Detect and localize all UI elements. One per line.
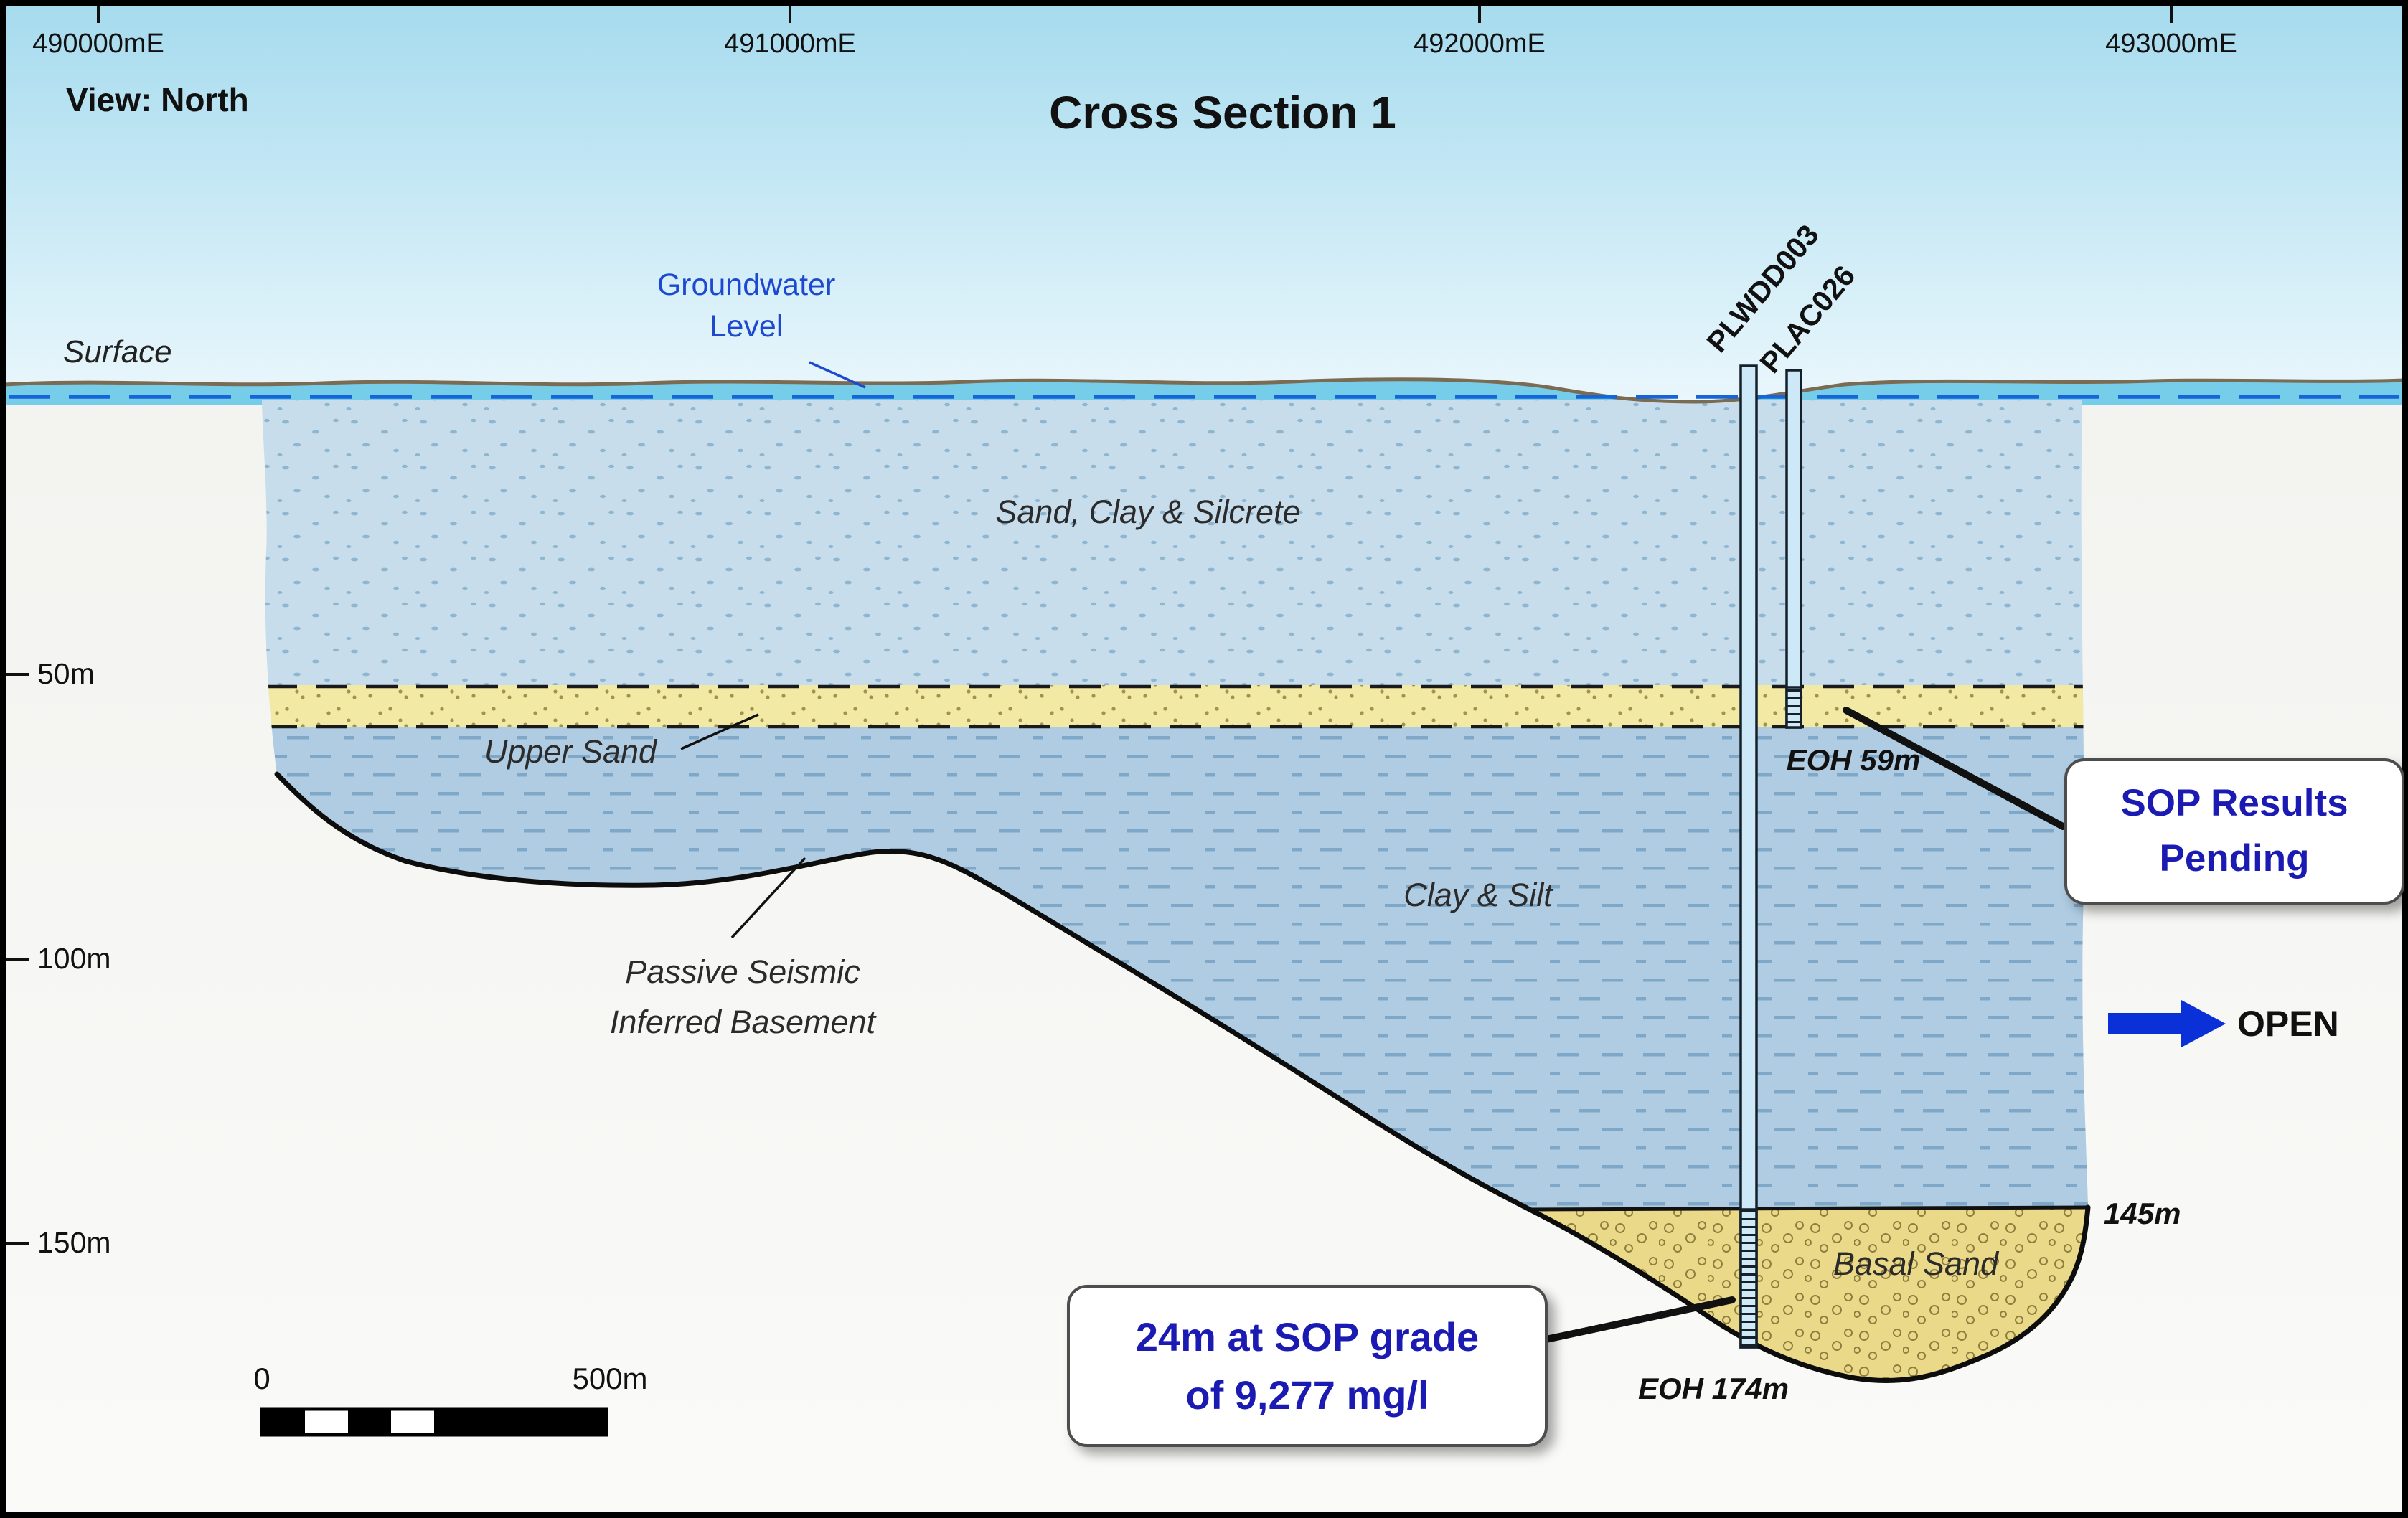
layer-upper-sand bbox=[262, 685, 2088, 727]
easting-label-490000: 490000mE bbox=[32, 29, 164, 59]
drillhole-plac026 bbox=[1785, 369, 1802, 729]
label-clay-silt: Clay & Silt bbox=[1403, 877, 1553, 913]
basement-label: Passive Seismic Inferred Basement bbox=[567, 947, 918, 1047]
basement-curve bbox=[274, 771, 2091, 1384]
depth-label-100m: 100m bbox=[37, 942, 111, 975]
surface-line bbox=[4, 377, 2404, 404]
figure-title: Cross Section 1 bbox=[1049, 87, 1396, 138]
scalebar-max-label: 500m bbox=[572, 1362, 648, 1395]
easting-label-491000: 491000mE bbox=[724, 29, 856, 59]
label-sand-clay-silcrete: Sand, Clay & Silcrete bbox=[995, 494, 1301, 530]
label-upper-sand: Upper Sand bbox=[484, 733, 657, 770]
basement-label-line2: Inferred Basement bbox=[609, 1003, 876, 1040]
label-basal-sand: Basal Sand bbox=[1833, 1245, 1999, 1282]
upper-sand-leader-line bbox=[680, 713, 759, 750]
basement-leader-line bbox=[730, 857, 806, 939]
open-arrow-icon bbox=[2108, 1000, 2226, 1047]
groundwater-label-line2: Level bbox=[709, 309, 784, 344]
open-label: OPEN bbox=[2237, 1004, 2339, 1044]
easting-label-493000: 493000mE bbox=[2105, 29, 2237, 59]
groundwater-leader-line bbox=[809, 361, 866, 389]
sop-results-pending-callout: SOP Results Pending bbox=[2064, 758, 2404, 905]
sop-pending-line2: Pending bbox=[2159, 837, 2310, 880]
scale-bar bbox=[260, 1407, 608, 1437]
sop-grade-line2: of 9,277 mg/l bbox=[1185, 1372, 1429, 1418]
easting-label-492000: 492000mE bbox=[1414, 29, 1546, 59]
sop-grade-callout: 24m at SOP grade of 9,277 mg/l bbox=[1067, 1285, 1548, 1447]
drillhole-plac026-screen-interval bbox=[1785, 686, 1802, 729]
sky bbox=[4, 4, 2404, 402]
drillhole-plwdd003-screen-interval bbox=[1739, 1208, 1758, 1349]
sop-grade-leader-line bbox=[1539, 1296, 1736, 1344]
basement-label-line1: Passive Seismic bbox=[625, 953, 860, 990]
eoh-label-plwdd003: EOH 174m bbox=[1637, 1372, 1789, 1405]
groundwater-label-line1: Groundwater bbox=[657, 268, 836, 302]
surface-label: Surface bbox=[63, 334, 172, 369]
sop-pending-line1: SOP Results bbox=[2120, 782, 2348, 825]
groundwater-level-label: Groundwater Level bbox=[617, 264, 875, 347]
depth-label-50m: 50m bbox=[37, 657, 95, 690]
eoh-label-plac026: EOH 59m bbox=[1786, 743, 1921, 777]
sop-grade-line1: 24m at SOP grade bbox=[1135, 1314, 1480, 1359]
scalebar-zero-label: 0 bbox=[253, 1362, 271, 1395]
depth-label-150m: 150m bbox=[37, 1226, 111, 1259]
sop-pending-leader-line bbox=[1843, 707, 2066, 830]
depth-145m-label: 145m bbox=[2104, 1197, 2181, 1230]
drillhole-plwdd003 bbox=[1739, 364, 1758, 1349]
view-direction-label: View: North bbox=[66, 81, 249, 118]
